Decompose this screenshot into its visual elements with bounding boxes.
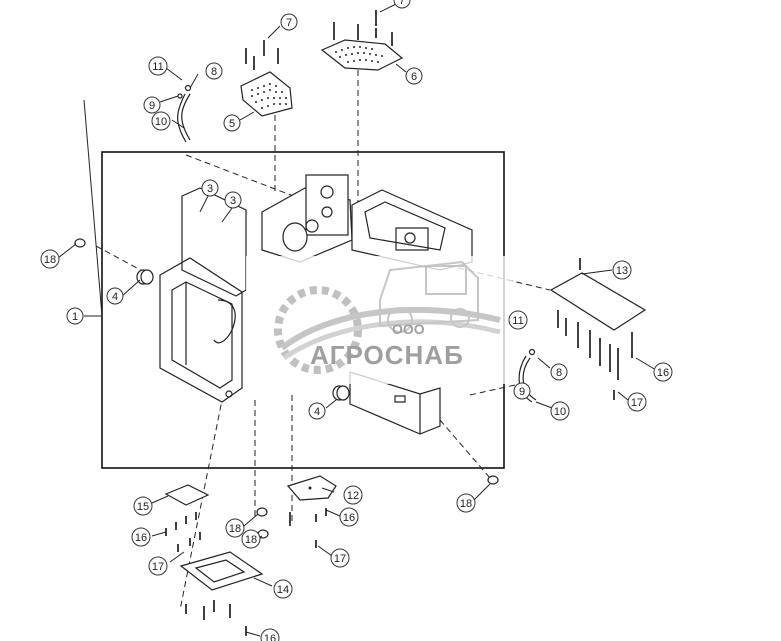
svg-text:17: 17 xyxy=(152,561,164,573)
callout-9-top: 9 xyxy=(143,96,161,114)
plate-15 xyxy=(164,484,210,506)
machine-frame xyxy=(159,174,473,435)
svg-text:4: 4 xyxy=(112,291,118,303)
cap-4-left xyxy=(136,269,154,285)
perforated-plate-6 xyxy=(320,10,404,71)
svg-text:9: 9 xyxy=(149,100,155,112)
svg-text:17: 17 xyxy=(631,397,643,409)
callout-15: 15 xyxy=(133,496,153,516)
callout-10-top: 10 xyxy=(151,111,171,131)
watermark-company-name: АГРОСНАБ xyxy=(310,340,464,370)
hose-assembly-right xyxy=(518,348,537,403)
callout-8-right: 8 xyxy=(550,363,568,381)
callout-4-left: 4 xyxy=(106,287,124,305)
cover-plate-13 xyxy=(549,258,647,400)
callout-17-center: 17 xyxy=(330,548,350,568)
watermark-logo: ООО АГРОСНАБ xyxy=(246,256,512,384)
callout-11-right: 11 xyxy=(508,310,528,330)
svg-text:14: 14 xyxy=(277,584,289,596)
svg-text:1: 1 xyxy=(72,311,78,323)
callout-5: 5 xyxy=(223,114,241,132)
bottom-bolts xyxy=(165,508,327,636)
callouts: 7 7 6 11 8 9 10 5 3 3 18 4 1 13 11 8 16 … xyxy=(40,0,673,641)
svg-text:16: 16 xyxy=(135,532,147,544)
callout-7-right: 7 xyxy=(393,0,411,9)
svg-text:8: 8 xyxy=(556,367,562,379)
callout-17-right: 17 xyxy=(627,392,647,412)
hose-assembly-top xyxy=(177,84,192,143)
callout-4-center: 4 xyxy=(308,402,326,420)
svg-text:16: 16 xyxy=(343,512,355,524)
leader-lines xyxy=(57,3,657,637)
svg-text:13: 13 xyxy=(616,265,628,277)
callout-13: 13 xyxy=(612,260,632,280)
callout-18-left: 18 xyxy=(40,249,60,269)
plate-12 xyxy=(286,475,337,501)
callout-12: 12 xyxy=(343,485,363,505)
callout-16-right: 16 xyxy=(653,362,673,382)
callout-8-top: 8 xyxy=(205,62,223,80)
svg-text:18: 18 xyxy=(44,254,56,266)
svg-text:9: 9 xyxy=(519,386,525,398)
cap-4-center xyxy=(332,385,350,401)
svg-text:12: 12 xyxy=(347,490,359,502)
svg-text:15: 15 xyxy=(137,501,149,513)
callout-3-right: 3 xyxy=(224,191,242,209)
callout-11-top: 11 xyxy=(148,56,168,76)
callout-3-left: 3 xyxy=(201,179,219,197)
watermark-company-prefix: ООО xyxy=(392,321,425,337)
svg-text:11: 11 xyxy=(512,315,523,327)
svg-text:18: 18 xyxy=(245,534,257,546)
callout-18-bottom-b: 18 xyxy=(241,529,261,549)
callout-16-bottom: 16 xyxy=(260,628,280,641)
svg-text:16: 16 xyxy=(264,633,276,641)
svg-text:17: 17 xyxy=(334,553,346,565)
callout-10-right: 10 xyxy=(550,401,570,421)
svg-text:5: 5 xyxy=(229,118,235,130)
callout-16-center: 16 xyxy=(339,507,359,527)
callout-16-bottom-left: 16 xyxy=(131,527,151,547)
svg-text:8: 8 xyxy=(211,66,217,78)
svg-text:3: 3 xyxy=(207,183,213,195)
callout-7-left: 7 xyxy=(280,13,298,31)
callout-1: 1 xyxy=(66,307,84,325)
callout-17-left: 17 xyxy=(148,556,168,576)
callout-6: 6 xyxy=(405,67,423,85)
svg-text:7: 7 xyxy=(399,0,405,7)
callout-14: 14 xyxy=(273,579,293,599)
svg-text:18: 18 xyxy=(460,498,472,510)
bracket-14 xyxy=(179,551,264,591)
svg-text:6: 6 xyxy=(411,71,417,83)
svg-text:10: 10 xyxy=(554,406,566,418)
svg-text:11: 11 xyxy=(152,61,163,73)
svg-text:18: 18 xyxy=(229,523,241,535)
svg-text:10: 10 xyxy=(155,116,167,128)
svg-text:4: 4 xyxy=(314,406,320,418)
svg-text:3: 3 xyxy=(230,195,236,207)
callout-9-right: 9 xyxy=(513,382,531,400)
callout-18-bottom-a: 18 xyxy=(225,518,245,538)
svg-text:7: 7 xyxy=(286,17,292,29)
svg-text:16: 16 xyxy=(657,367,669,379)
perforated-plate-5 xyxy=(240,40,293,117)
gear-and-combine-harvester-logo xyxy=(274,260,501,374)
callout-18-right: 18 xyxy=(456,493,476,513)
